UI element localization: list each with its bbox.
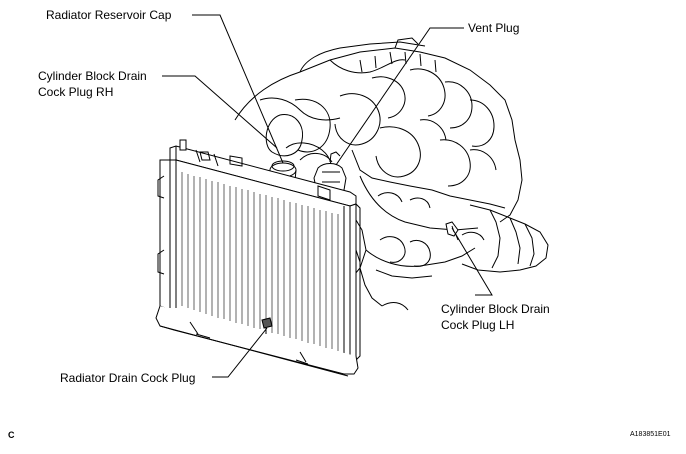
label-vent-plug: Vent Plug [468,21,520,35]
figure-id: A183851E01 [630,431,671,438]
label-cylinder-block-drain-lh-line1: Cylinder Block Drain [441,302,550,316]
label-cylinder-block-drain-lh-line2: Cock Plug LH [441,318,515,332]
corner-code: C [8,430,15,440]
label-cylinder-block-drain-rh-line1: Cylinder Block Drain [38,69,147,83]
label-radiator-reservoir-cap: Radiator Reservoir Cap [46,8,172,22]
label-radiator-drain-cock-plug: Radiator Drain Cock Plug [60,371,196,385]
leader-lines [162,14,493,378]
label-cylinder-block-drain-rh-line2: Cock Plug RH [38,85,114,99]
